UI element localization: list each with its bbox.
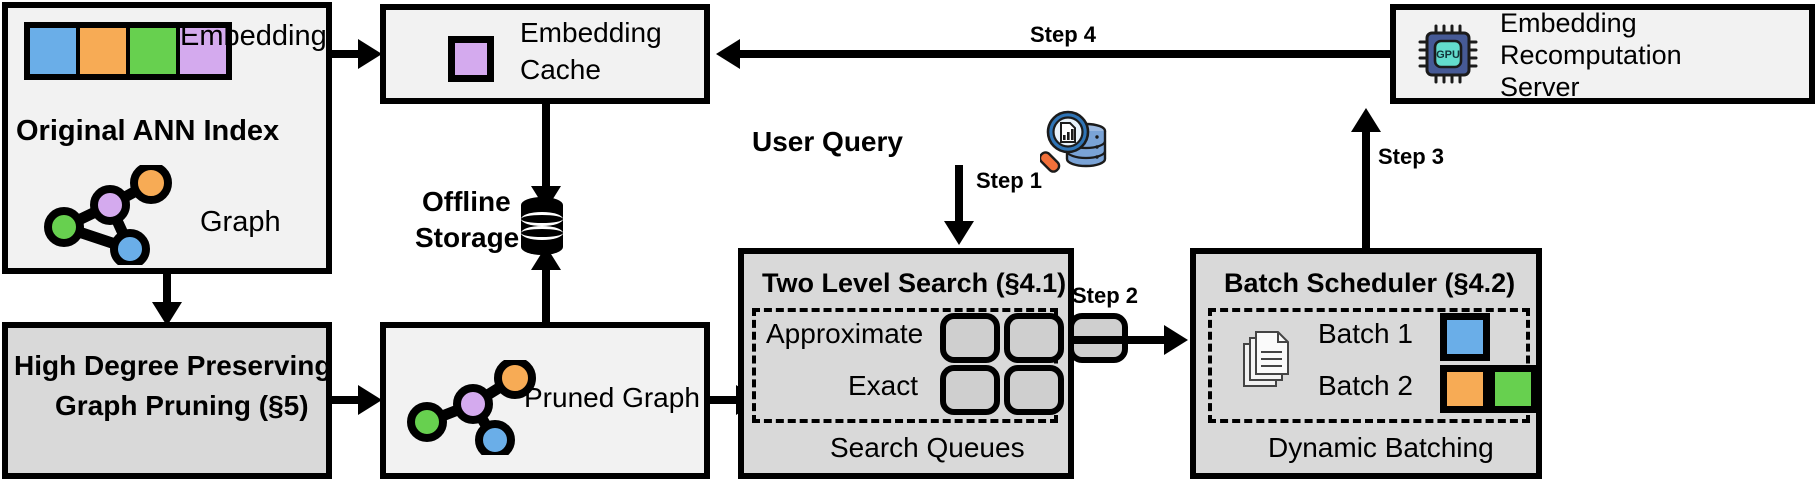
embedding-cache-swatch bbox=[448, 36, 494, 82]
step-2-label: Step 2 bbox=[1072, 283, 1139, 308]
two-level-search-box bbox=[738, 248, 1074, 479]
recompute-server-title-line1: Embedding bbox=[1500, 8, 1637, 38]
step-3-label: Step 3 bbox=[1378, 144, 1445, 169]
original-ann-index-title: Original ANN Index bbox=[16, 115, 280, 147]
recompute-server-title-line2: Recomputation bbox=[1500, 40, 1682, 70]
documents-icon bbox=[1240, 330, 1296, 397]
offline-storage-label-line2: Storage bbox=[415, 222, 520, 253]
connector-scheduler-to-server bbox=[1362, 130, 1370, 248]
graph-pruning-title-line1: High Degree Preserving bbox=[14, 350, 332, 381]
arrowhead-scheduler-to-server bbox=[1351, 108, 1381, 132]
batch-1-label: Batch 1 bbox=[1318, 318, 1413, 349]
arrowhead-server-to-cache bbox=[716, 39, 740, 69]
original-graph-illustration bbox=[38, 162, 188, 270]
step-4-label: Step 4 bbox=[1030, 22, 1097, 47]
embedding-cell-orange bbox=[80, 28, 130, 74]
connector-query-to-search bbox=[955, 165, 963, 223]
user-query-label: User Query bbox=[752, 126, 903, 157]
arrowhead-search-to-scheduler bbox=[1164, 325, 1188, 355]
embedding-cell-green bbox=[130, 28, 180, 74]
embedding-cache-box bbox=[380, 4, 710, 104]
connector-pruning-to-pruned-graph bbox=[332, 396, 360, 404]
connector-cache-to-storage bbox=[542, 104, 550, 188]
embedding-cache-title-line1: Embedding bbox=[520, 17, 662, 48]
arrowhead-query-to-search bbox=[944, 221, 974, 245]
search-document-database-icon bbox=[1038, 105, 1110, 182]
graph-pruning-title-line2: Graph Pruning (§5) bbox=[55, 390, 309, 421]
queue-slot[interactable] bbox=[940, 313, 1000, 363]
embedding-cache-title-line2: Cache bbox=[520, 54, 601, 85]
recompute-server-title-line3: Server bbox=[1500, 72, 1580, 102]
connector-index-to-pruning bbox=[163, 274, 171, 304]
batch-2-label: Batch 2 bbox=[1318, 370, 1413, 401]
batch-2-swatch-orange bbox=[1440, 365, 1490, 413]
arrowhead-pruning-to-pruned-graph bbox=[358, 385, 382, 415]
queue-slot[interactable] bbox=[1004, 365, 1064, 415]
step-1-label: Step 1 bbox=[976, 168, 1043, 193]
pruned-graph-label: Pruned Graph bbox=[524, 382, 700, 413]
queue-slot[interactable] bbox=[940, 365, 1000, 415]
embedding-strip bbox=[24, 22, 232, 80]
gpu-icon-text: GPU bbox=[1436, 49, 1460, 61]
queue-slot[interactable] bbox=[1004, 313, 1064, 363]
connector-index-to-cache bbox=[332, 50, 360, 58]
graph-pruning-box bbox=[2, 322, 332, 479]
embedding-cell-purple bbox=[180, 28, 226, 74]
pruned-graph-box bbox=[380, 322, 710, 479]
embedding-label: Embedding bbox=[180, 20, 327, 52]
batch-2-swatch-green bbox=[1488, 365, 1538, 413]
batch-1-swatch-blue bbox=[1440, 313, 1490, 361]
offline-storage-label-line1: Offline bbox=[422, 186, 511, 217]
arrowhead-index-to-cache bbox=[358, 39, 382, 69]
graph-label: Graph bbox=[200, 206, 281, 238]
connector-server-to-cache bbox=[740, 50, 1392, 58]
arrowhead-pruned-graph-to-storage bbox=[531, 246, 561, 270]
batch-scheduler-title: Batch Scheduler (§4.2) bbox=[1224, 268, 1516, 298]
gpu-chip-icon: GPU bbox=[1418, 24, 1480, 89]
exact-queue-slots bbox=[940, 365, 1064, 415]
search-queues-caption: Search Queues bbox=[830, 432, 1025, 463]
approximate-queue-label: Approximate bbox=[766, 318, 924, 349]
dynamic-batching-caption: Dynamic Batching bbox=[1268, 432, 1494, 463]
connector-pruned-graph-to-search bbox=[710, 396, 738, 404]
connector-search-to-scheduler bbox=[1074, 336, 1166, 344]
two-level-search-title: Two Level Search (§4.1) bbox=[762, 268, 1067, 298]
connector-pruned-graph-to-storage bbox=[542, 268, 550, 326]
pruned-graph-illustration bbox=[405, 357, 545, 460]
exact-queue-label: Exact bbox=[848, 370, 919, 401]
embedding-cell-blue bbox=[30, 28, 80, 74]
